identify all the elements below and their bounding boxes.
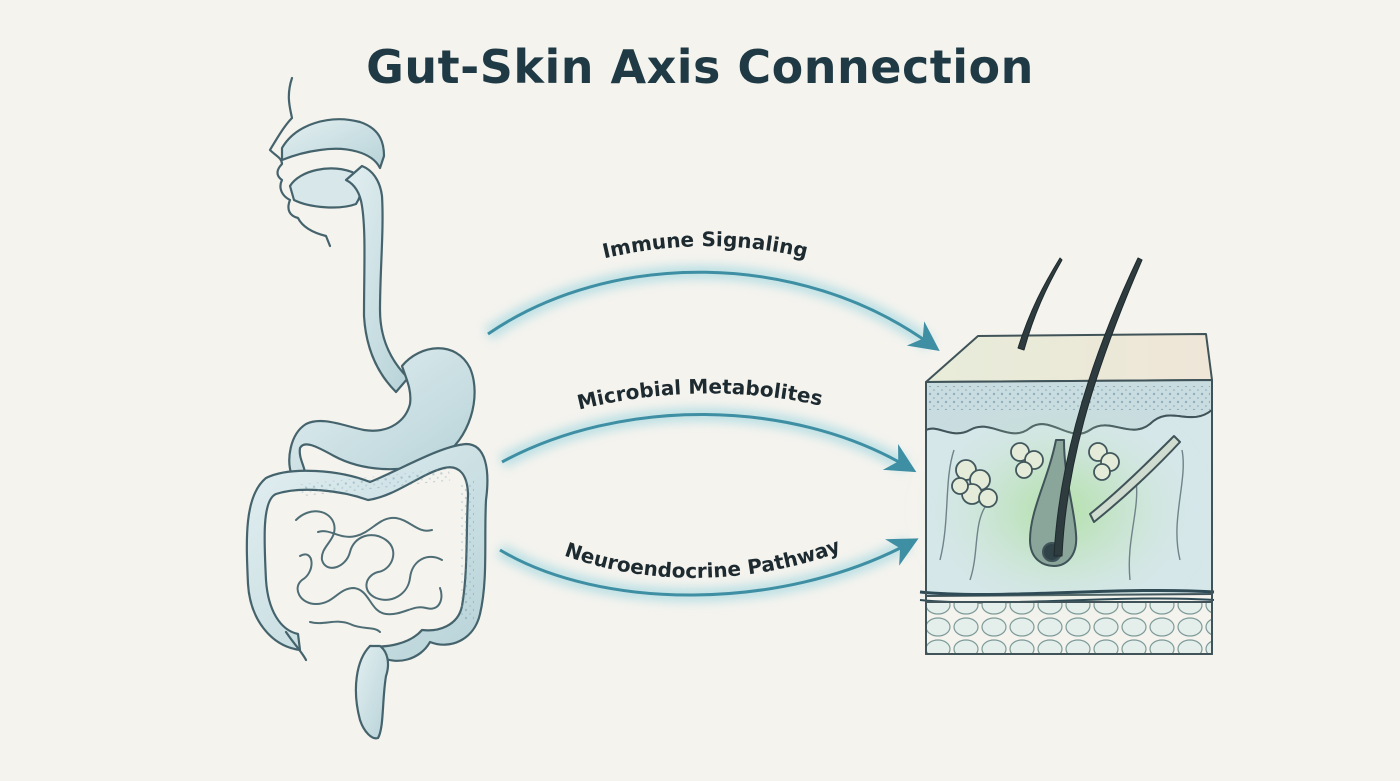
arrow-neuroendocrine-pathway [499, 538, 919, 597]
pathway-microbial-metabolites: Microbial Metabolites [498, 374, 917, 473]
skin-block-outline [925, 380, 1213, 655]
arrow-glow [498, 407, 910, 473]
skin-surface [925, 333, 1213, 383]
pathway-arrows: Immune Signaling Microbial Metabolites N… [484, 227, 940, 602]
hypodermis [925, 601, 1213, 655]
skin-cross-section-icon [919, 257, 1215, 655]
hair-shaft [1053, 257, 1143, 557]
rectum [354, 644, 390, 740]
dermis-boundary [919, 588, 1215, 597]
stomach [288, 347, 476, 480]
diagram-title: Gut-Skin Axis Connection [366, 40, 1034, 94]
epidermis-texture [928, 386, 1210, 410]
sebaceous-glands [951, 442, 1120, 508]
colon-texture [460, 480, 474, 620]
colon-texture [299, 468, 451, 497]
digestive-system-icon [245, 76, 489, 740]
dermal-nerves [939, 449, 1184, 581]
esophagus [344, 164, 410, 394]
tongue [288, 167, 362, 209]
appendix [284, 630, 308, 662]
arrow-immune-signaling [487, 270, 940, 352]
pathway-neuroendocrine: Neuroendocrine Pathway [496, 533, 919, 602]
head-profile [268, 76, 332, 248]
arrow-glow [484, 265, 935, 350]
oral-cavity [280, 118, 386, 170]
pathway-immune-signaling: Immune Signaling [484, 227, 940, 352]
label-immune-signaling: Immune Signaling [600, 227, 810, 263]
small-intestine [295, 510, 443, 633]
hair-shaft-short [1017, 257, 1063, 351]
label-neuroendocrine-pathway: Neuroendocrine Pathway [562, 533, 843, 582]
arrector-pili [1089, 435, 1181, 523]
arrow-microbial-metabolites [501, 413, 917, 473]
